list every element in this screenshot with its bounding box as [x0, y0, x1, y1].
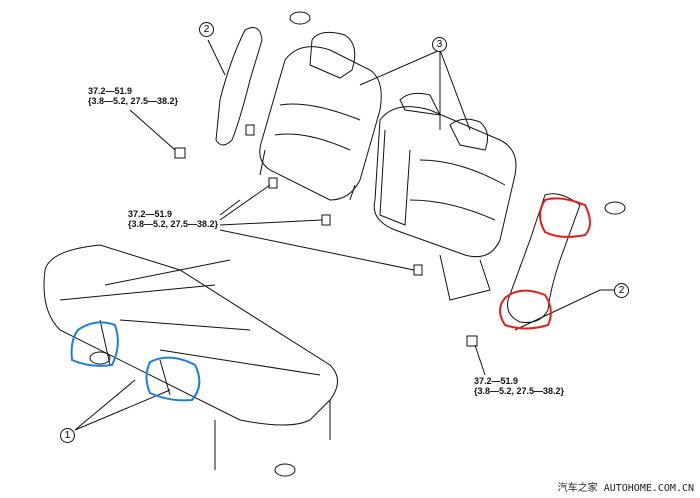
torque-spec-1: 37.2—51.9 {3.8—5.2, 27.5—38.2} [88, 86, 178, 106]
torque-value: 37.2—51.9 [88, 86, 133, 96]
seatback-left [259, 31, 382, 201]
side-trim-left [215, 27, 263, 146]
red-highlight-top [539, 197, 591, 238]
seatback-right [373, 92, 517, 301]
bolts [174, 124, 478, 347]
callout-2-right: 2 [614, 283, 629, 298]
watermark: 汽车之家 AUTOHOME.COM.CN [557, 483, 694, 494]
callout-3: 3 [432, 37, 447, 52]
torque-spec-3: 37.2—51.9 {3.8—5.2, 27.5—38.2} [474, 376, 564, 396]
torque-units: {3.8—5.2, 27.5—38.2} [474, 386, 565, 396]
torque-value: 37.2—51.9 [128, 209, 173, 219]
torque-value: 37.2—51.9 [474, 376, 519, 386]
clips [89, 11, 626, 477]
callout-1: 1 [60, 428, 75, 443]
torque-units: {3.8—5.2, 27.5—38.2} [88, 96, 179, 106]
seat-cushion [43, 244, 338, 470]
callout-2-left: 2 [199, 22, 214, 37]
torque-units: {3.8—5.2, 27.5—38.2} [128, 219, 219, 229]
red-highlight-bottom [499, 289, 552, 330]
blue-highlight-left [70, 321, 119, 367]
side-trim-right [507, 193, 581, 323]
torque-spec-2: 37.2—51.9 {3.8—5.2, 27.5—38.2} [128, 209, 218, 229]
leader-lines [74, 39, 615, 431]
blue-highlight-right [145, 356, 201, 402]
